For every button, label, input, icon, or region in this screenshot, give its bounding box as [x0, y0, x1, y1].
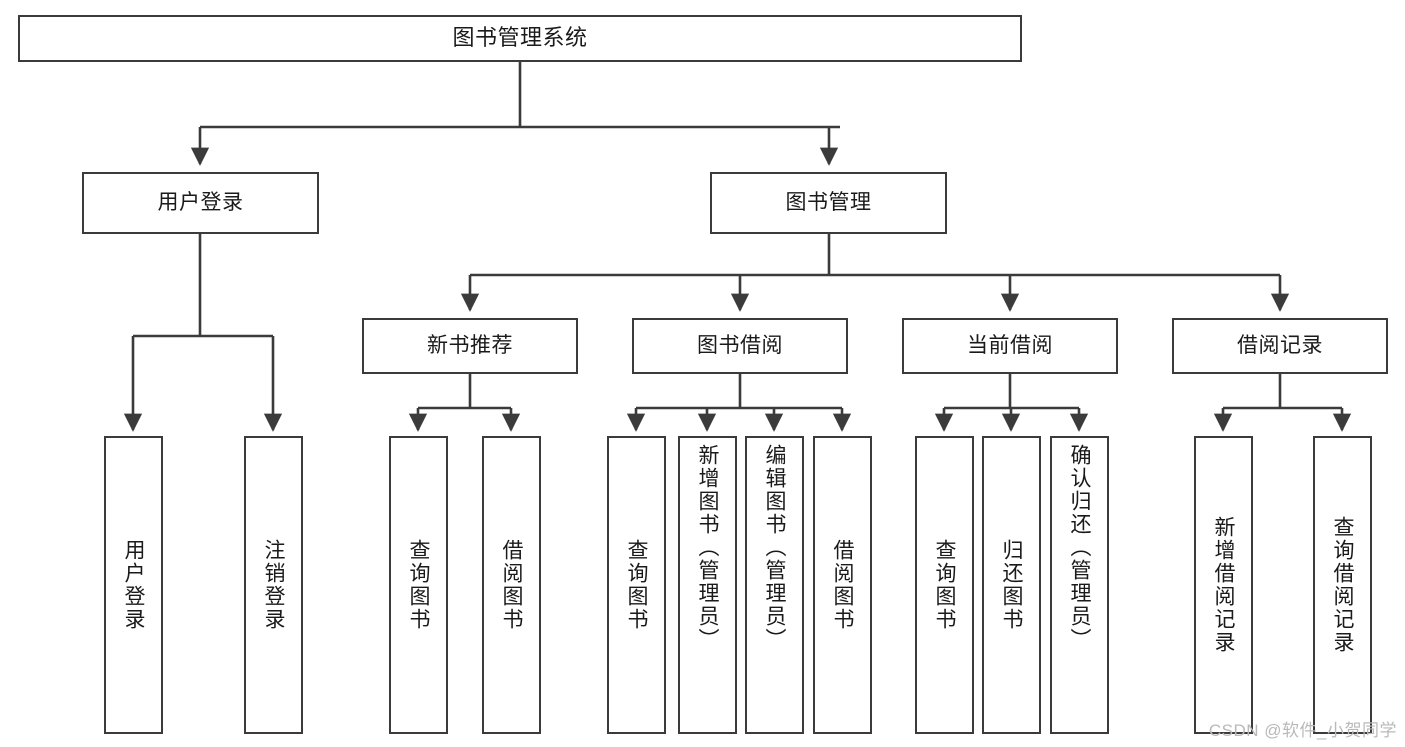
node-label: 借阅图书 [500, 539, 523, 631]
node-leaf-query-record[interactable]: 查询借阅记录 [1313, 436, 1372, 734]
node-label: 编辑图书（管理员） [763, 444, 786, 651]
node-new-book-recommend[interactable]: 新书推荐 [362, 318, 578, 374]
node-current-borrow[interactable]: 当前借阅 [902, 318, 1118, 374]
watermark-text: CSDN @软件_小贺同学 [1208, 721, 1397, 740]
node-leaf-confirm-return[interactable]: 确认归还（管理员） [1050, 436, 1109, 734]
node-leaf-add-book[interactable]: 新增图书（管理员） [678, 436, 737, 734]
node-label: 新增图书（管理员） [696, 444, 719, 651]
node-label: 图书管理 [785, 191, 872, 215]
node-leaf-query-book-1[interactable]: 查询图书 [389, 436, 448, 734]
node-label: 用户登录 [122, 539, 145, 631]
node-leaf-edit-book[interactable]: 编辑图书（管理员） [745, 436, 804, 734]
node-label: 图书借阅 [697, 334, 783, 358]
node-leaf-logout[interactable]: 注销登录 [244, 436, 303, 734]
node-label: 查询借阅记录 [1331, 516, 1354, 654]
node-label: 当前借阅 [967, 334, 1053, 358]
node-user-login[interactable]: 用户登录 [82, 172, 319, 234]
node-label: 查询图书 [933, 539, 956, 631]
node-leaf-query-book-2[interactable]: 查询图书 [607, 436, 666, 734]
node-label: 注销登录 [262, 539, 285, 631]
node-leaf-borrow-book-1[interactable]: 借阅图书 [482, 436, 541, 734]
node-label: 图书管理系统 [452, 25, 588, 51]
node-label: 新书推荐 [427, 334, 513, 358]
node-book-management[interactable]: 图书管理 [710, 172, 947, 234]
node-leaf-add-record[interactable]: 新增借阅记录 [1194, 436, 1253, 734]
node-leaf-query-book-3[interactable]: 查询图书 [915, 436, 974, 734]
node-label: 归还图书 [1000, 539, 1023, 631]
node-label: 查询图书 [407, 539, 430, 631]
node-leaf-user-login[interactable]: 用户登录 [104, 436, 163, 734]
node-label: 借阅记录 [1237, 334, 1323, 358]
node-label: 查询图书 [625, 539, 648, 631]
node-book-borrow[interactable]: 图书借阅 [632, 318, 848, 374]
node-label: 确认归还（管理员） [1068, 444, 1091, 651]
node-label: 借阅图书 [831, 539, 854, 631]
node-root-system[interactable]: 图书管理系统 [18, 15, 1022, 62]
node-label: 新增借阅记录 [1212, 516, 1235, 654]
node-leaf-borrow-book-2[interactable]: 借阅图书 [813, 436, 872, 734]
node-label: 用户登录 [157, 191, 244, 215]
node-borrow-record[interactable]: 借阅记录 [1172, 318, 1388, 374]
node-leaf-return-book[interactable]: 归还图书 [982, 436, 1041, 734]
